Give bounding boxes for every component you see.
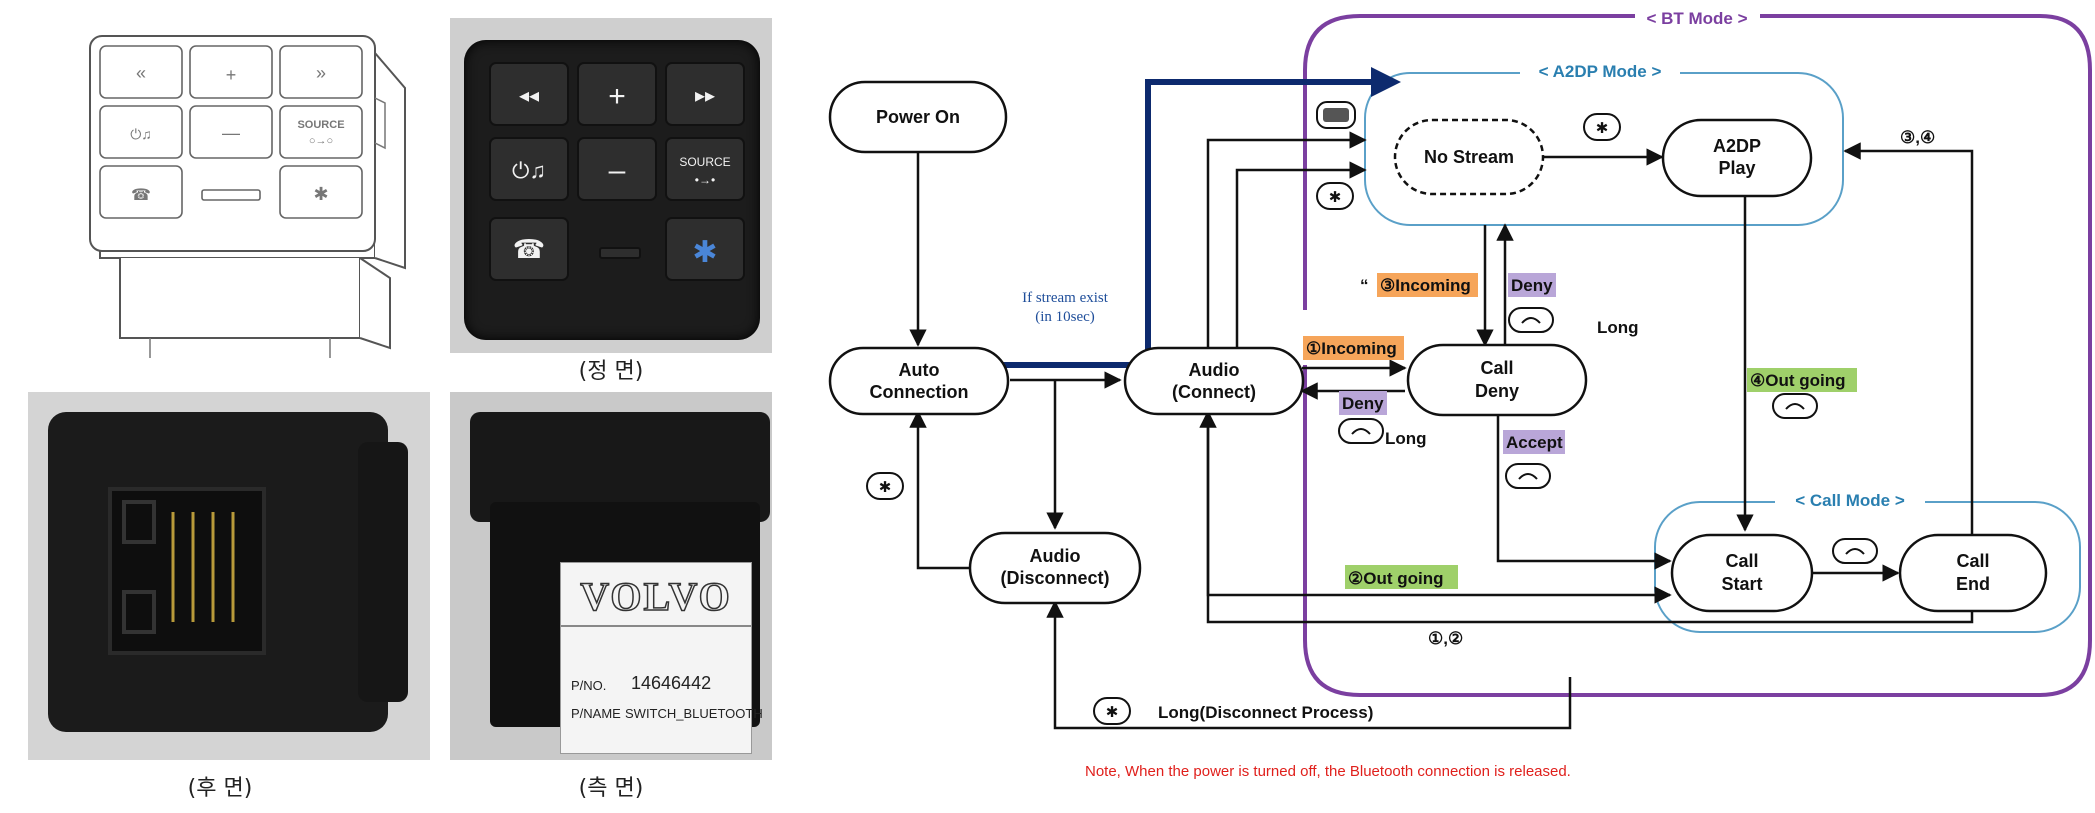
label-call-end-2: End xyxy=(1956,574,1990,594)
label-three-four: ③,④ xyxy=(1900,128,1935,147)
label-auto-2: Connection xyxy=(870,382,969,402)
stream-exist-line2: (in 10sec) xyxy=(1035,309,1095,325)
source-key-label: SOURCE xyxy=(679,155,730,169)
rear-photo xyxy=(28,392,430,760)
plus-key-label: + xyxy=(608,80,626,113)
product-label: VOLVO P/NO. 14646442 P/NAME SWITCH_BLUET… xyxy=(560,562,763,754)
svg-text:○→○: ○→○ xyxy=(309,135,333,147)
svg-text:☎: ☎ xyxy=(513,234,545,264)
node-power-on xyxy=(828,80,1008,154)
node-audio-disconnect xyxy=(968,531,1142,605)
svg-text:◂◂: ◂◂ xyxy=(519,85,539,107)
bluetooth-button-icon xyxy=(866,472,904,500)
label-a2dp-1: A2DP xyxy=(1713,136,1761,156)
label-long-left: Long xyxy=(1385,429,1427,448)
label-audio-disc-1: Audio xyxy=(1030,546,1081,566)
svg-text:»: » xyxy=(316,63,326,83)
phone-button-icon xyxy=(1508,307,1554,333)
rear-caption: (후 면) xyxy=(187,776,253,801)
svg-text:«: « xyxy=(136,63,146,83)
source-button-icon xyxy=(1316,101,1356,129)
phone-button-icon xyxy=(1832,538,1878,564)
label-call-end-1: Call xyxy=(1956,551,1989,571)
call-mode-box xyxy=(1654,501,2081,633)
label-one-two: ①,② xyxy=(1428,629,1463,648)
tag-accept: Accept xyxy=(1506,433,1563,452)
pname-key: P/NAME xyxy=(571,706,621,721)
label-call-deny-2: Deny xyxy=(1475,381,1519,401)
label-audio-disc-2: (Disconnect) xyxy=(1000,568,1109,588)
svg-text:SOURCE: SOURCE xyxy=(297,119,344,131)
svg-text:☎: ☎ xyxy=(131,187,151,204)
minus-key-label: – xyxy=(609,154,626,187)
tag-out-going-4: ④Out going xyxy=(1750,371,1846,390)
bluetooth-button-icon xyxy=(1316,182,1354,210)
svg-text:⏻♫: ⏻♫ xyxy=(130,126,152,142)
side-caption: (측 면) xyxy=(578,776,644,801)
svg-text:✱: ✱ xyxy=(313,184,328,204)
node-no-stream xyxy=(1393,118,1545,196)
label-call-start-2: Start xyxy=(1721,574,1762,594)
node-a2dp-play xyxy=(1661,118,1813,198)
label-a2dp-2: Play xyxy=(1718,158,1755,178)
svg-text:—: — xyxy=(222,123,240,143)
label-call-start-1: Call xyxy=(1725,551,1758,571)
phone-button-icon xyxy=(1338,418,1384,444)
label-no-stream: No Stream xyxy=(1424,147,1514,167)
label-auto-1: Auto xyxy=(899,360,940,380)
bluetooth-button-icon xyxy=(1093,697,1131,725)
front-caption: (정 면) xyxy=(578,359,644,384)
label-call-deny-1: Call xyxy=(1480,358,1513,378)
bt-mode-title: < BT Mode > xyxy=(1646,9,1747,28)
svg-text:⏻♫: ⏻♫ xyxy=(512,158,546,183)
note-text: Note, When the power is turned off, the … xyxy=(1085,763,1571,780)
stream-exist-arrow xyxy=(978,67,1401,368)
pno-value: 14646442 xyxy=(631,673,712,693)
node-auto-connection xyxy=(828,346,1010,416)
label-long-top: Long xyxy=(1597,318,1639,337)
phone-button-icon xyxy=(1772,393,1818,419)
tag-incoming-1: ①Incoming xyxy=(1306,339,1397,358)
stream-exist-line1: If stream exist xyxy=(1022,290,1109,306)
label-long-disconnect: Long(Disconnect Process) xyxy=(1158,703,1373,722)
svg-text:“: “ xyxy=(1360,276,1369,295)
node-call-start xyxy=(1670,533,1814,613)
switch-line-drawing: « + » — SOURCE ○→○ ⏻♫ ☎ ✱ xyxy=(30,18,430,378)
a2dp-mode-box xyxy=(1364,72,1844,226)
pname-value: SWITCH_BLUETOOTH xyxy=(625,706,763,721)
node-call-end xyxy=(1898,533,2048,613)
phone-button-icon xyxy=(1505,463,1551,489)
node-audio-connect xyxy=(1123,346,1305,416)
svg-text:•→•: •→• xyxy=(695,173,715,187)
pno-key: P/NO. xyxy=(571,678,607,693)
bt-mode-frame xyxy=(1303,14,2092,697)
svg-text:+: + xyxy=(226,65,237,85)
tag-incoming-3: ③Incoming xyxy=(1380,276,1471,295)
bluetooth-button-icon xyxy=(1583,113,1621,141)
volvo-brand: VOLVO xyxy=(580,573,732,620)
node-call-deny xyxy=(1406,343,1588,417)
svg-text:▸▸: ▸▸ xyxy=(695,85,715,107)
label-power-on: Power On xyxy=(876,107,960,127)
tag-out-going-2: ②Out going xyxy=(1348,569,1444,588)
tag-deny-top: Deny xyxy=(1511,276,1553,295)
a2dp-mode-title: < A2DP Mode > xyxy=(1539,62,1662,81)
side-photo: VOLVO P/NO. 14646442 P/NAME SWITCH_BLUET… xyxy=(450,392,772,760)
label-audio-connect-2: (Connect) xyxy=(1172,382,1256,402)
call-mode-title: < Call Mode > xyxy=(1795,491,1905,510)
label-audio-connect-1: Audio xyxy=(1189,360,1240,380)
front-photo: ◂◂ + ▸▸ ⏻♫ – SOURCE •→• ☎ ✱ xyxy=(450,18,772,353)
tag-deny-left: Deny xyxy=(1342,394,1384,413)
svg-text:✱: ✱ xyxy=(692,236,717,269)
